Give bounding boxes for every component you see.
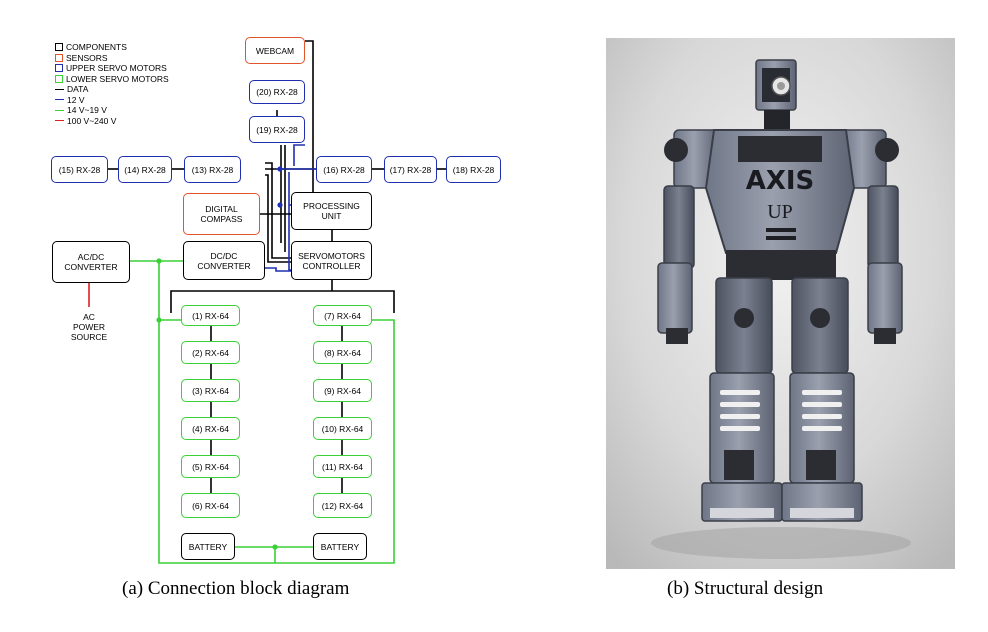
- robot-logo-axis: AXIS: [746, 166, 815, 196]
- battery-right-box: BATTERY: [313, 533, 367, 560]
- digital-compass-box: DIGITAL COMPASS: [183, 193, 260, 235]
- servo-9-box: (9) RX-64: [313, 379, 372, 402]
- acdc-converter-box: AC/DC CONVERTER: [52, 241, 130, 283]
- legend-row-lower-servos: LOWER SERVO MOTORS: [55, 74, 169, 85]
- servo-18-box: (18) RX-28: [446, 156, 501, 183]
- servo-12-box: (12) RX-64: [313, 493, 372, 518]
- dcdc-converter-box: DC/DC CONVERTER: [183, 241, 265, 280]
- robot-head: [755, 59, 797, 130]
- servo-8-box: (8) RX-64: [313, 341, 372, 364]
- robot-structural-render: AXIS UP: [606, 38, 955, 569]
- data-lines: [108, 40, 446, 493]
- servo-19-box: (19) RX-28: [249, 116, 305, 143]
- processing-unit-box: PROCESSING UNIT: [291, 192, 372, 230]
- servo-2-box: (2) RX-64: [181, 341, 240, 364]
- webcam-box: WEBCAM: [245, 37, 305, 64]
- servomotors-controller-box: SERVOMOTORS CONTROLLER: [291, 241, 372, 280]
- legend-row-100v: 100 V~240 V: [55, 116, 169, 127]
- servo-6-box: (6) RX-64: [181, 493, 240, 518]
- servo-10-box: (10) RX-64: [313, 417, 372, 440]
- servo-14-box: (14) RX-28: [118, 156, 172, 183]
- servo-4-box: (4) RX-64: [181, 417, 240, 440]
- servo-17-box: (17) RX-28: [384, 156, 437, 183]
- servo-20-box: (20) RX-28: [249, 80, 305, 104]
- diagram-legend: COMPONENTS SENSORS UPPER SERVO MOTORS LO…: [55, 42, 169, 126]
- servo-16-box: (16) RX-28: [316, 156, 372, 183]
- servo-15-box: (15) RX-28: [51, 156, 108, 183]
- robot-logo-up: UP: [767, 201, 793, 223]
- legend-row-sensors: SENSORS: [55, 53, 169, 64]
- legend-row-data: DATA: [55, 84, 169, 95]
- servo-1-box: (1) RX-64: [181, 305, 240, 326]
- servo-13-box: (13) RX-28: [184, 156, 241, 183]
- power-12v-lines: [265, 144, 316, 272]
- legend-row-upper-servos: UPPER SERVO MOTORS: [55, 63, 169, 74]
- legend-row-12v: 12 V: [55, 95, 169, 106]
- legend-row-14v: 14 V~19 V: [55, 105, 169, 116]
- servo-5-box: (5) RX-64: [181, 455, 240, 478]
- servo-11-box: (11) RX-64: [313, 455, 372, 478]
- battery-left-box: BATTERY: [181, 533, 235, 560]
- caption-b: (b) Structural design: [667, 578, 824, 599]
- ac-power-source-label: AC POWER SOURCE: [70, 312, 108, 342]
- caption-a: (a) Connection block diagram: [122, 578, 350, 599]
- servo-3-box: (3) RX-64: [181, 379, 240, 402]
- legend-row-components: COMPONENTS: [55, 42, 169, 53]
- servo-7-box: (7) RX-64: [313, 305, 372, 326]
